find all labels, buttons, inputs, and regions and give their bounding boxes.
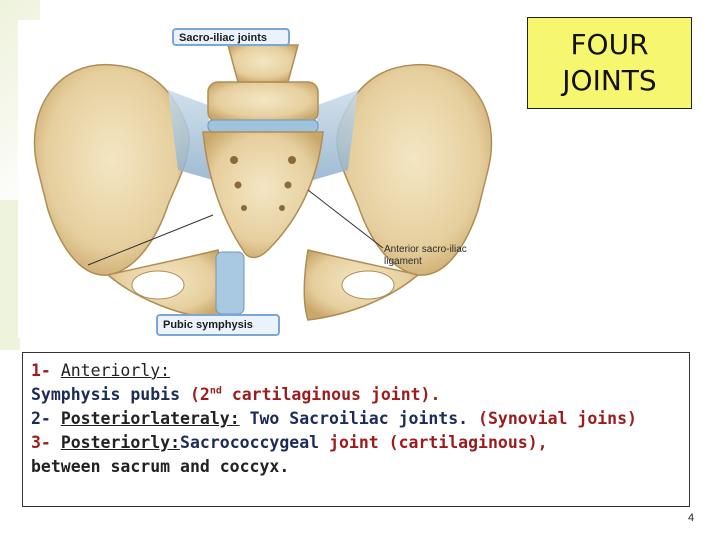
title-line2: JOINTS: [562, 64, 657, 97]
item2-heading: Posteriorlateraly:: [60, 409, 240, 428]
vertebra-process: [227, 44, 299, 83]
item1-text-a: Symphysis pubis: [31, 385, 181, 404]
item1-line: 1- Anteriorly:: [31, 359, 681, 383]
item1-heading: Anteriorly:: [60, 361, 171, 380]
item3-line: 3- Posteriorly:Sacrococcygeal joint (car…: [31, 431, 681, 455]
page-number: 4: [688, 512, 695, 524]
right-sacroiliac-ligament: [313, 90, 358, 180]
item1-detail: Symphysis pubis (2nd cartilaginous joint…: [31, 383, 681, 407]
item2-text-a: Two Sacroiliac joints.: [249, 409, 469, 428]
sacro-iliac-joints-label: Sacro-iliac joints: [172, 28, 290, 46]
lumbar-vertebra: [207, 81, 319, 123]
background-accent-lower: [0, 200, 20, 350]
item3-number: 3-: [31, 433, 51, 452]
left-iliac-wing: [33, 64, 190, 276]
item3-detail: between sacrum and coccyx.: [31, 457, 290, 476]
slide-title: FOUR JOINTS: [527, 17, 692, 109]
anterior-label-line1: Anterior sacro-iliac: [384, 244, 467, 255]
pubic-symphysis-disc: [215, 251, 245, 315]
anterior-sacroiliac-ligament-label: Anterior sacro-iliac ligament: [384, 244, 504, 268]
anterior-label-line2: ligament: [384, 256, 422, 267]
item1-superscript: nd: [209, 385, 222, 397]
title-line1: FOUR: [570, 28, 649, 61]
item3-text-b: joint (cartilaginous),: [329, 433, 548, 452]
left-sacroiliac-ligament: [168, 90, 213, 180]
item2-line: 2- Posteriorlateraly: Two Sacroiliac joi…: [31, 407, 681, 431]
item2-number: 2-: [31, 409, 51, 428]
item2-text-b: (Synovial joins): [478, 409, 637, 428]
item1-number: 1-: [31, 361, 51, 380]
intervertebral-disc: [207, 119, 319, 133]
item1-text-c: cartilaginous joint).: [231, 385, 441, 404]
joints-description: 1- Anteriorly: Symphysis pubis (2nd cart…: [22, 352, 690, 507]
pelvis-drawing: [33, 44, 493, 321]
item1-ordinal: (2: [189, 385, 210, 404]
item3-text-a: Sacrococcygeal: [180, 433, 320, 452]
item1-text-b: (2nd cartilaginous joint).: [190, 385, 440, 404]
pelvis-illustration: [18, 20, 510, 338]
sacrum: [202, 131, 324, 259]
item3-heading: Posteriorly:: [60, 433, 181, 452]
pubic-symphysis-label: Pubic symphysis: [156, 314, 280, 336]
